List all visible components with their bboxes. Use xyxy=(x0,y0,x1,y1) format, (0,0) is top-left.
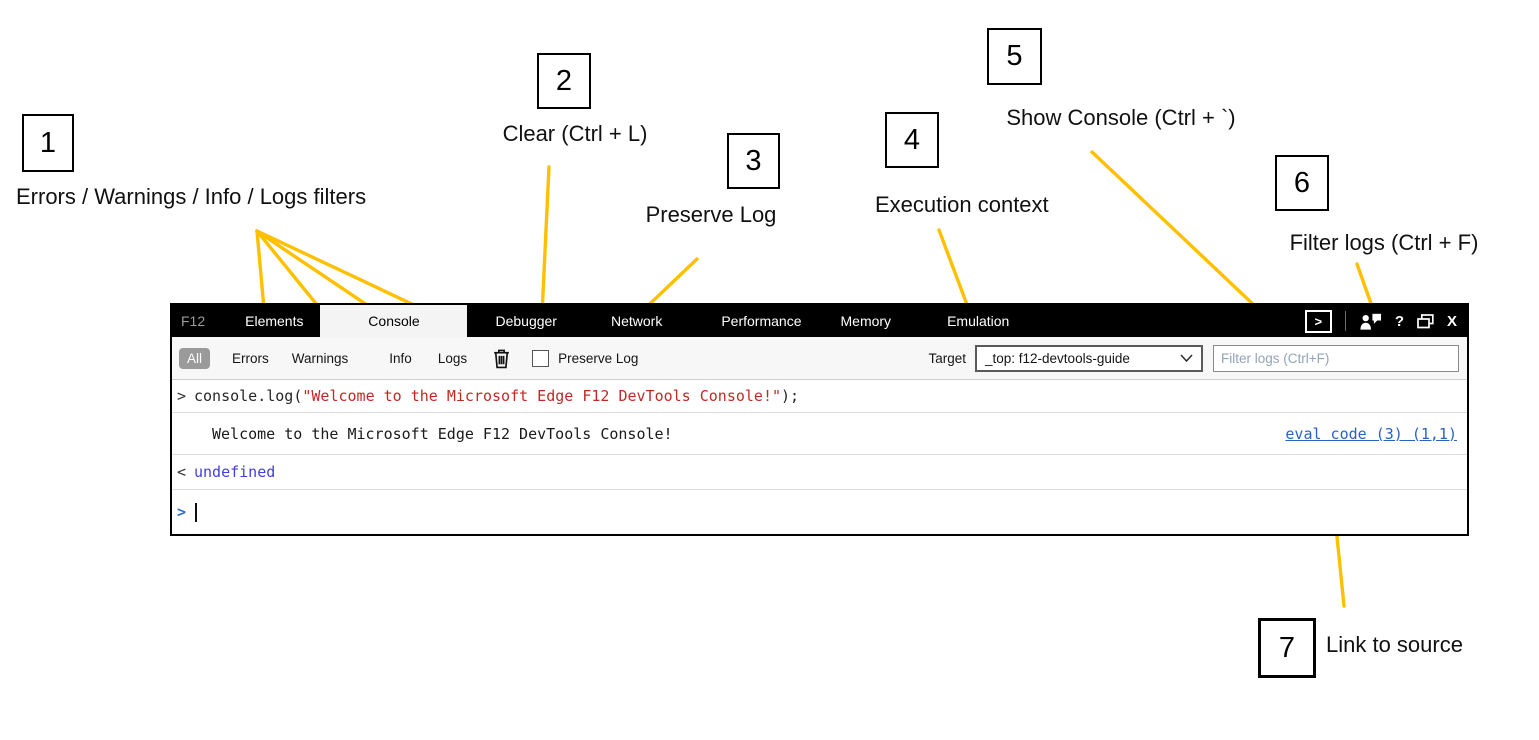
log-message: Welcome to the Microsoft Edge F12 DevToo… xyxy=(212,424,673,443)
prompt-chevron-icon: > xyxy=(177,503,187,521)
trash-icon[interactable] xyxy=(492,348,511,369)
callout-1-box: 1 xyxy=(22,114,74,172)
echo-code: console.log("Welcome to the Microsoft Ed… xyxy=(194,387,799,405)
tab-elements[interactable]: Elements xyxy=(245,313,304,329)
preserve-log-checkbox[interactable] xyxy=(532,349,550,367)
devtools-titlebar: F12 Elements Console Debugger Network Pe… xyxy=(172,305,1467,337)
console-toolbar: All Errors Warnings Info Logs Preserve L… xyxy=(172,337,1467,380)
titlebar-buttons: > ? X xyxy=(1304,309,1457,333)
callout-7-label: Link to source xyxy=(1326,632,1463,657)
unpin-window-icon[interactable] xyxy=(1417,313,1434,329)
devtools-window: F12 Elements Console Debugger Network Pe… xyxy=(170,303,1469,536)
filter-logs-input[interactable] xyxy=(1213,344,1459,372)
show-console-icon[interactable]: > xyxy=(1304,309,1332,333)
callout-4-box: 4 xyxy=(885,112,939,168)
callout-5-box: 5 xyxy=(987,28,1042,85)
result-chevron-icon: < xyxy=(177,463,187,481)
feedback-user-icon[interactable] xyxy=(1359,312,1382,330)
target-dropdown-value: _top: f12-devtools-guide xyxy=(985,350,1130,366)
tab-memory[interactable]: Memory xyxy=(840,313,892,329)
source-link[interactable]: eval code (3) (1,1) xyxy=(1285,424,1457,443)
filter-warnings-button[interactable]: Warnings xyxy=(291,350,349,366)
callout-6-box: 6 xyxy=(1275,155,1329,211)
filter-logs-button[interactable]: Logs xyxy=(437,350,468,366)
echo-chevron-icon: > xyxy=(177,387,187,405)
text-cursor xyxy=(195,502,197,522)
console-input-row[interactable]: > xyxy=(172,490,1467,534)
echo-code-prefix: console.log( xyxy=(194,387,303,405)
filter-all-button[interactable]: All xyxy=(179,347,211,369)
callout-line-5-showconsole xyxy=(1090,150,1258,309)
tab-emulation[interactable]: Emulation xyxy=(947,313,1010,329)
callout-5-label: Show Console (Ctrl + `) xyxy=(1006,105,1236,130)
titlebar-divider xyxy=(1344,311,1346,331)
console-log-row: Welcome to the Microsoft Edge F12 DevToo… xyxy=(172,413,1467,455)
callout-7-box: 7 xyxy=(1258,618,1316,678)
callout-4-label: Execution context xyxy=(875,192,1049,217)
tab-debugger[interactable]: Debugger xyxy=(495,313,557,329)
echo-code-suffix: ); xyxy=(781,387,800,405)
help-icon[interactable]: ? xyxy=(1394,312,1404,330)
callout-2-box: 2 xyxy=(537,53,591,109)
close-icon[interactable]: X xyxy=(1446,312,1457,330)
console-result-row: < undefined xyxy=(172,455,1467,490)
callout-3-box: 3 xyxy=(727,133,780,189)
console-echo-row: > console.log("Welcome to the Microsoft … xyxy=(172,380,1467,413)
filter-info-button[interactable]: Info xyxy=(389,350,412,366)
target-label: Target xyxy=(928,350,966,366)
f12-logo: F12 xyxy=(181,313,206,329)
tab-console[interactable]: Console xyxy=(320,305,468,337)
tab-performance[interactable]: Performance xyxy=(721,313,802,329)
echo-code-string: "Welcome to the Microsoft Edge F12 DevTo… xyxy=(302,387,782,405)
chevron-down-icon xyxy=(1180,354,1193,362)
target-dropdown[interactable]: _top: f12-devtools-guide xyxy=(975,344,1203,372)
callout-6-label: Filter logs (Ctrl + F) xyxy=(1289,230,1479,255)
callout-3-label: Preserve Log xyxy=(645,202,777,227)
tab-network[interactable]: Network xyxy=(610,313,663,329)
filter-errors-button[interactable]: Errors xyxy=(232,350,269,366)
result-value: undefined xyxy=(194,463,276,481)
callout-1-label: Errors / Warnings / Info / Logs filters xyxy=(16,184,367,209)
preserve-log-label[interactable]: Preserve Log xyxy=(558,350,639,366)
callout-2-label: Clear (Ctrl + L) xyxy=(502,121,648,146)
